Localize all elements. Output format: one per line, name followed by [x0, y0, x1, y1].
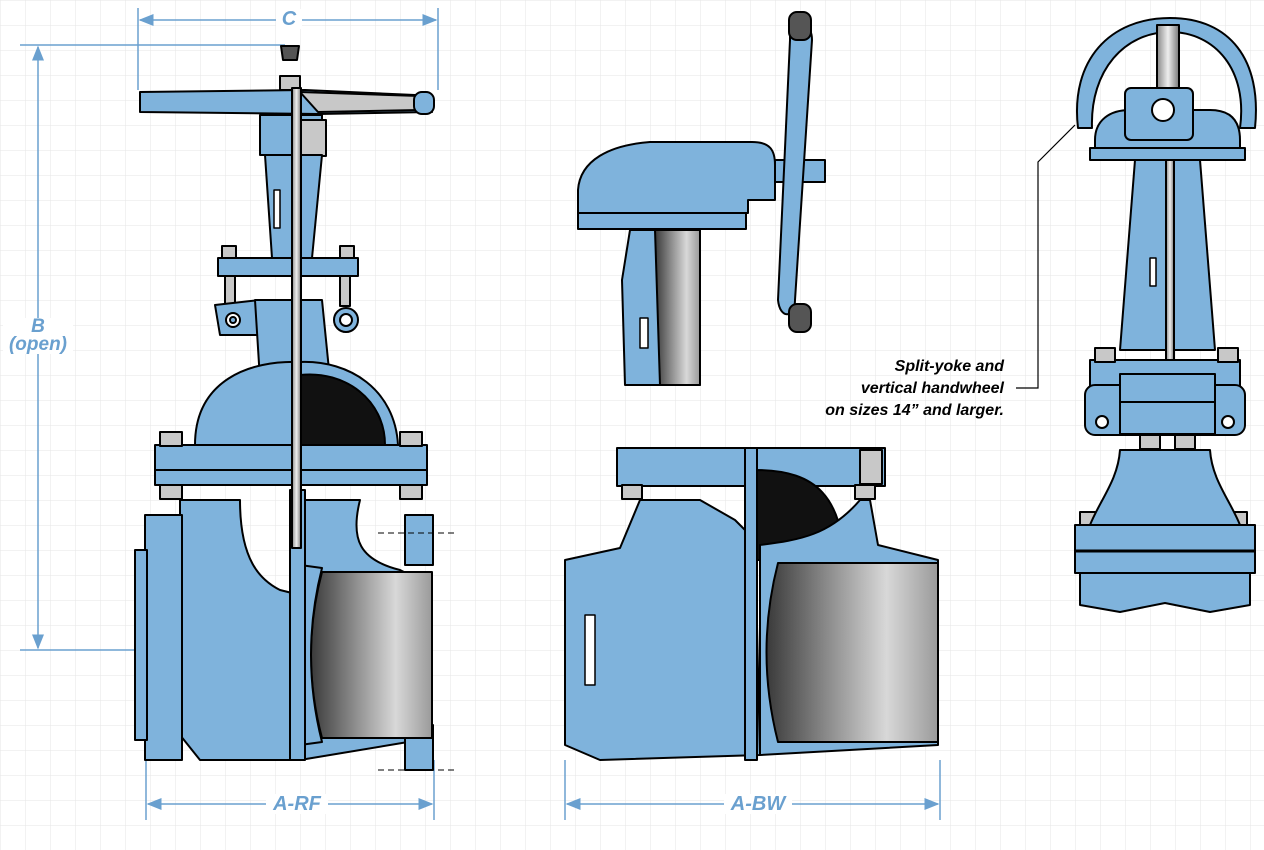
- dimension-label-a-bw: A-BW: [724, 794, 792, 814]
- dimension-label-b-open: (open): [8, 334, 68, 355]
- valve-split-yoke-view: [1074, 17, 1257, 613]
- callout-line-2: vertical handwheel: [860, 380, 1004, 397]
- callout-line-3: on sizes 14” and larger.: [825, 402, 1004, 419]
- callout-leader-line: [1016, 124, 1076, 389]
- dimension-label-b: B (open): [3, 316, 73, 355]
- valve-butt-weld-view: [564, 447, 939, 761]
- gear-operator-view: [577, 11, 826, 386]
- dimension-label-c: C: [276, 9, 302, 29]
- callout-line-1: Split-yoke and: [894, 358, 1004, 375]
- centerline-marks: [378, 532, 458, 771]
- valve-raised-face-view: [134, 45, 435, 771]
- dimension-label-a-rf: A-RF: [266, 794, 328, 814]
- dimension-label-b-letter: B: [31, 316, 45, 337]
- split-yoke-callout-text: Split-yoke and vertical handwheel on siz…: [770, 356, 1004, 422]
